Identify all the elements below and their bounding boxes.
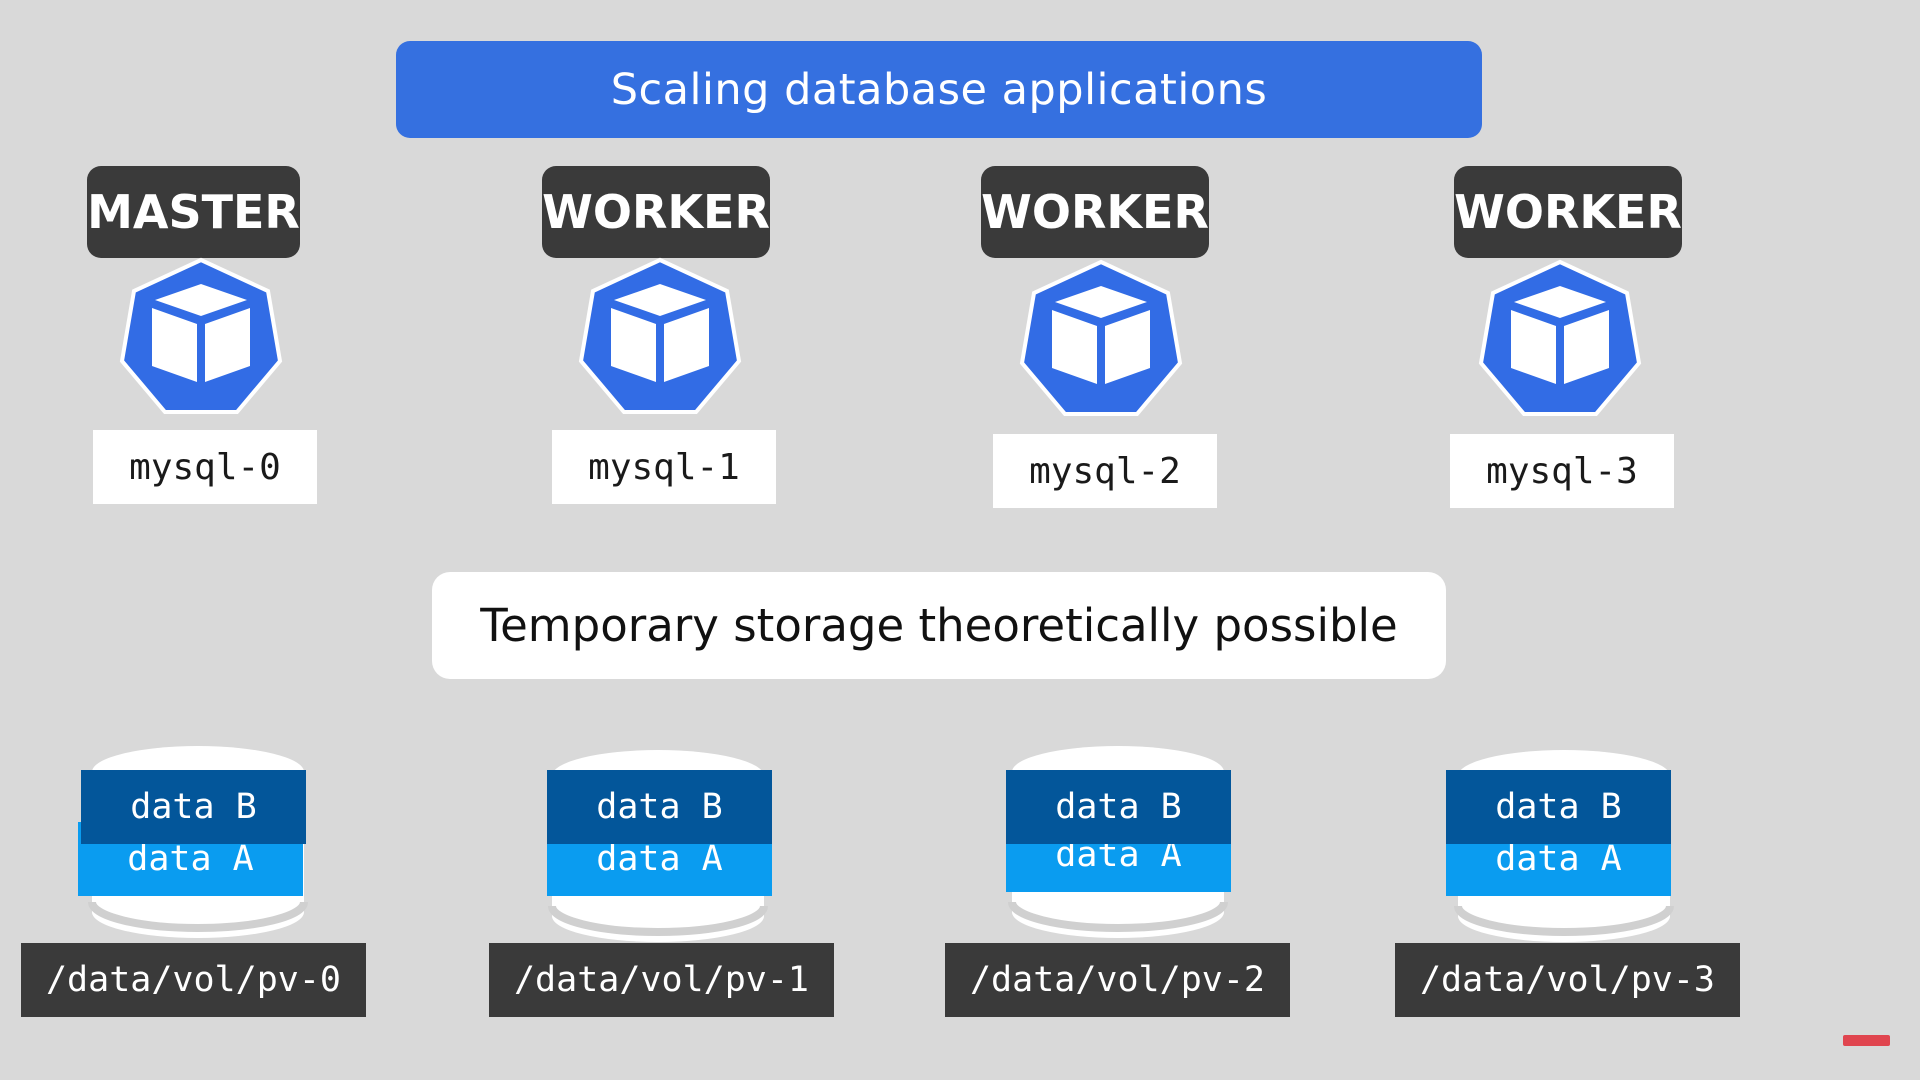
- volume-path-pv-1: /data/vol/pv-1: [489, 943, 834, 1017]
- node-role-label-worker-3: WORKER: [1454, 166, 1682, 258]
- node-role-label-master: MASTER: [87, 166, 300, 258]
- diagram-title: Scaling database applications: [396, 41, 1482, 138]
- volume-path-pv-2: /data/vol/pv-2: [945, 943, 1290, 1017]
- pod-name-mysql-0: mysql-0: [93, 430, 317, 504]
- node-role-label-worker-1: WORKER: [542, 166, 770, 258]
- pod-name-mysql-1: mysql-1: [552, 430, 776, 504]
- data-block-b-3: data B: [1446, 770, 1671, 844]
- pod-icon: [1019, 258, 1183, 418]
- pod-icon: [119, 256, 283, 416]
- pod-icon: [578, 256, 742, 416]
- pod-name-mysql-2: mysql-2: [993, 434, 1217, 508]
- node-role-label-worker-2: WORKER: [981, 166, 1209, 258]
- volume-path-pv-3: /data/vol/pv-3: [1395, 943, 1740, 1017]
- data-block-b-1: data B: [547, 770, 772, 844]
- subscribe-badge-icon[interactable]: [1843, 1035, 1890, 1046]
- storage-note: Temporary storage theoretically possible: [432, 572, 1446, 679]
- pod-name-mysql-3: mysql-3: [1450, 434, 1674, 508]
- data-block-b-2: data B: [1006, 770, 1231, 844]
- data-block-b-0: data B: [81, 770, 306, 844]
- volume-path-pv-0: /data/vol/pv-0: [21, 943, 366, 1017]
- pod-icon: [1478, 258, 1642, 418]
